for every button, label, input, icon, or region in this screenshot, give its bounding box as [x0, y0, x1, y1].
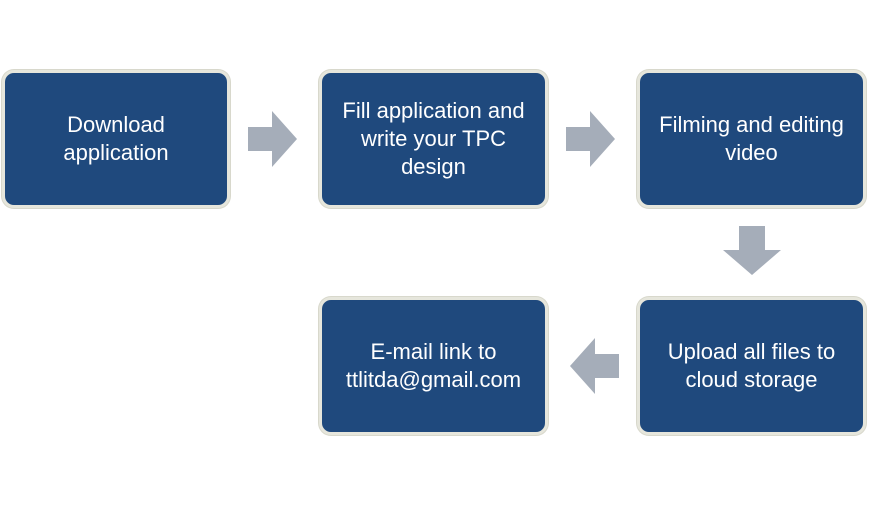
step-fill-application: Fill application and write your TPC desi…	[319, 70, 548, 208]
arrow-left-icon	[569, 338, 619, 394]
step-download-application: Download application	[2, 70, 230, 208]
step-email-link: E-mail link to ttlitda@gmail.com	[319, 297, 548, 435]
step-filming-editing: Filming and editing video	[637, 70, 866, 208]
arrow-down-icon	[723, 226, 781, 276]
step-label: Fill application and write your TPC desi…	[342, 98, 525, 179]
step-label: Filming and editing video	[659, 112, 844, 165]
step-upload-files: Upload all files to cloud storage	[637, 297, 866, 435]
arrow-right-icon	[566, 111, 616, 167]
arrow-right-icon	[248, 111, 298, 167]
step-label: Download application	[63, 112, 169, 165]
step-label: E-mail link to ttlitda@gmail.com	[345, 339, 522, 392]
step-label: Upload all files to cloud storage	[667, 339, 836, 392]
